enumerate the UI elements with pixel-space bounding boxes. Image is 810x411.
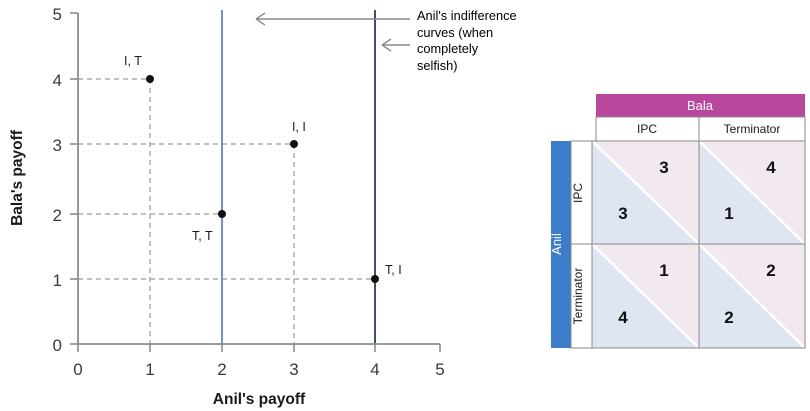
matrix-row-strategy-label-0: IPC <box>571 183 585 203</box>
cell-column-payoff: 2 <box>766 261 775 280</box>
x-axis-title: Anil's payoff <box>213 391 306 408</box>
matrix-row-strategy-label-1: Terminator <box>571 268 585 325</box>
cell-column-payoff: 3 <box>659 158 668 177</box>
y-tick-label-4: 4 <box>53 71 62 90</box>
matrix-cell[interactable] <box>592 244 699 348</box>
x-tick-label-2: 2 <box>217 360 226 379</box>
x-tick-label-5: 5 <box>435 360 444 379</box>
annotation-line-1: Anil's indifference <box>417 8 517 23</box>
annotation-arrow-bottom <box>381 38 410 52</box>
y-tick-label-0: 0 <box>53 336 62 355</box>
annotation-caption: Anil's indifference curves (when complet… <box>417 8 567 74</box>
y-tick-label-2: 2 <box>53 206 62 225</box>
cell-border <box>698 243 806 349</box>
data-points <box>146 75 379 283</box>
data-point-label: T, I <box>385 263 402 277</box>
annotation-arrows <box>255 12 410 52</box>
cell-row-payoff: 1 <box>724 204 733 223</box>
x-tick-label-4: 4 <box>370 360 379 379</box>
x-tick-label-3: 3 <box>289 360 298 379</box>
payoff-matrix-svg: Bala IPC Terminator Anil IPC Terminator … <box>551 94 806 349</box>
data-point[interactable] <box>371 275 379 283</box>
matrix-cell[interactable] <box>699 141 805 244</box>
matrix-cell[interactable] <box>592 141 699 244</box>
y-tick-label-1: 1 <box>53 271 62 290</box>
cell-row-payoff: 2 <box>724 308 733 327</box>
cell-column-payoff: 4 <box>766 158 776 177</box>
cell-diagonal <box>699 244 805 348</box>
matrix-row-player-header <box>551 141 571 348</box>
cell-row-payoff: 4 <box>618 308 628 327</box>
x-tick-label-1: 1 <box>145 360 154 379</box>
y-axis-ticks <box>70 12 78 345</box>
data-point-label: T, T <box>192 229 213 243</box>
payoff-scatter-chart: 5 4 3 2 1 0 0 1 2 3 4 5 Anil's payoff Ba… <box>9 5 517 408</box>
matrix-column-strategy-label-1: Terminator <box>724 122 781 136</box>
data-point[interactable] <box>290 140 298 148</box>
guide-lines <box>78 78 373 344</box>
data-point-label: I, T <box>124 54 142 68</box>
matrix-column-player-label: Bala <box>687 98 714 113</box>
cell-row-payoff: 3 <box>618 204 627 223</box>
y-axis-title: Bala's payoff <box>9 129 26 226</box>
annotation-line-3: completely <box>417 41 479 56</box>
annotation-line-4: selfish) <box>417 57 458 73</box>
data-point-label: I, I <box>292 120 306 134</box>
matrix-column-player-header <box>596 94 805 117</box>
cell-diagonal <box>699 141 805 244</box>
cell-column-payoff: 1 <box>659 261 668 280</box>
matrix-row-player-label: Anil <box>551 233 564 255</box>
annotation-line-2: curves (when <box>417 24 494 40</box>
x-axis-ticks <box>77 344 441 352</box>
data-point[interactable] <box>218 210 226 218</box>
matrix-cell[interactable] <box>699 244 805 348</box>
data-point[interactable] <box>146 75 154 83</box>
cell-diagonal <box>592 141 699 244</box>
matrix-column-strategy-label-0: IPC <box>637 122 657 136</box>
y-tick-label-5: 5 <box>53 5 62 24</box>
y-tick-label-3: 3 <box>53 136 62 155</box>
chart-svg: 5 4 3 2 1 0 0 1 2 3 4 5 Anil's payoff Ba… <box>9 5 445 408</box>
cell-diagonal <box>592 244 699 348</box>
annotation-arrow-top <box>255 12 410 26</box>
x-tick-label-0: 0 <box>73 360 82 379</box>
axes <box>77 13 440 345</box>
indifference-curves <box>221 10 376 344</box>
payoff-matrix: Bala IPC Terminator Anil IPC Terminator … <box>551 94 806 349</box>
